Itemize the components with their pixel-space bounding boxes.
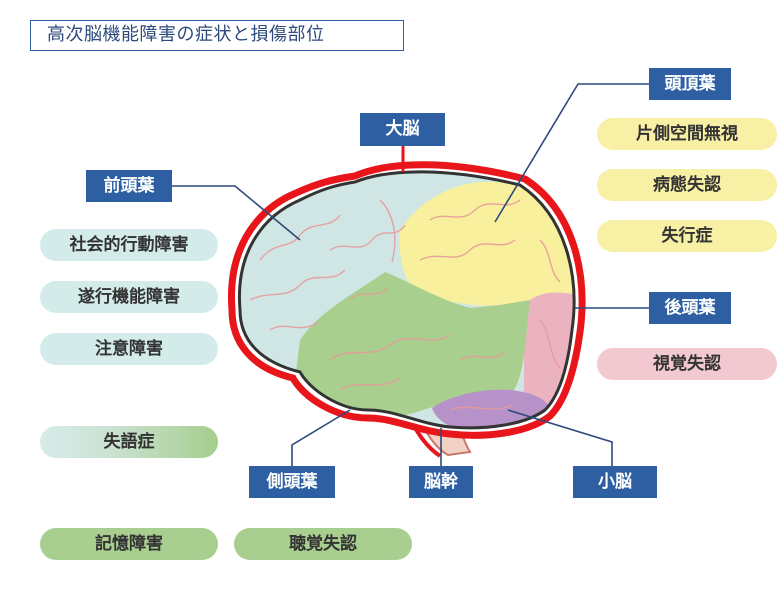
symptom-auditory-agnosia: 聴覚失認	[234, 528, 412, 560]
brain-folds	[249, 199, 561, 411]
symptom-anosognosia: 病態失認	[597, 169, 777, 201]
symptom-executive-function: 遂行機能障害	[40, 281, 218, 313]
symptom-social-behavior: 社会的行動障害	[40, 229, 218, 261]
diagram-title: 高次脳機能障害の症状と損傷部位	[30, 20, 404, 51]
symptom-apraxia: 失行症	[597, 220, 777, 252]
region-label-occipital: 後頭葉	[649, 292, 731, 324]
region-label-cerebrum: 大脳	[360, 113, 445, 146]
symptom-memory: 記憶障害	[40, 528, 218, 560]
symptom-visual-agnosia: 視覚失認	[597, 348, 777, 380]
leader-lines	[172, 83, 649, 466]
region-label-brainstem: 脳幹	[409, 466, 473, 498]
symptom-aphasia: 失語症	[40, 426, 218, 458]
symptom-attention: 注意障害	[40, 333, 218, 365]
region-label-frontal: 前頭葉	[86, 170, 172, 202]
temporal-lobe	[290, 272, 530, 420]
parietal-lobe	[399, 180, 575, 306]
region-label-cerebellum: 小脳	[573, 466, 657, 498]
region-label-parietal: 頭頂葉	[649, 68, 731, 100]
region-label-temporal: 側頭葉	[249, 466, 335, 498]
symptom-hemispatial-neglect: 片側空間無視	[597, 118, 777, 150]
brain-inner-outline	[237, 170, 576, 430]
